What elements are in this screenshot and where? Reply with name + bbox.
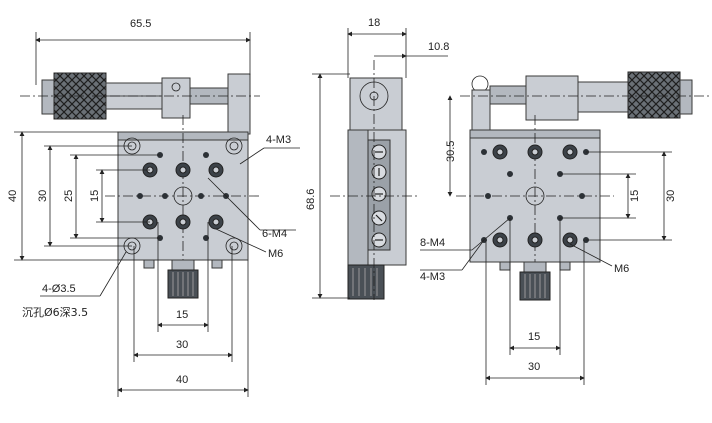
front-view: 65.5 40 30 25 15 15 30 40 4-M3 bbox=[7, 18, 300, 397]
label-4-m3-back: 4-M3 bbox=[420, 271, 445, 283]
label-m6-back: M6 bbox=[614, 263, 629, 275]
label-4-m3-front: 4-M3 bbox=[266, 134, 291, 146]
dim-10-8: 10.8 bbox=[428, 41, 449, 53]
dim-25-vertical: 25 bbox=[63, 190, 75, 202]
label-counterbore: 沉孔Ø6深3.5 bbox=[22, 306, 88, 319]
dim-30-horizontal-back: 30 bbox=[528, 361, 540, 373]
label-6-m4-front: 6-M4 bbox=[262, 228, 287, 240]
dim-15-horizontal-back: 15 bbox=[528, 331, 540, 343]
dim-30-horizontal: 30 bbox=[176, 339, 188, 351]
dim-15-vertical-back: 15 bbox=[629, 190, 641, 202]
dim-15-horizontal: 15 bbox=[176, 309, 188, 321]
label-4-d3-5: 4-Ø3.5 bbox=[42, 283, 76, 295]
dim-30-vertical-back: 30 bbox=[665, 190, 677, 202]
micrometer-back bbox=[460, 71, 710, 131]
dim-68-6: 68.6 bbox=[305, 189, 317, 210]
dim-15-vertical: 15 bbox=[89, 190, 101, 202]
dim-40-horizontal: 40 bbox=[176, 374, 188, 386]
dim-40-vertical: 40 bbox=[7, 190, 19, 202]
micrometer-front bbox=[20, 72, 260, 135]
dim-30-5: 30.5 bbox=[445, 141, 457, 162]
dim-65-5: 65.5 bbox=[130, 18, 151, 30]
dim-18: 18 bbox=[368, 17, 380, 29]
label-m6-front: M6 bbox=[268, 248, 283, 260]
side-micrometer-housing bbox=[349, 77, 403, 131]
side-view: 18 10.8 68.6 bbox=[305, 17, 449, 300]
dim-30-vertical: 30 bbox=[37, 190, 49, 202]
label-8-m4-back: 8-M4 bbox=[420, 237, 445, 249]
back-view: 30.5 15 30 15 30 8-M4 4-M3 M6 bbox=[420, 71, 710, 385]
